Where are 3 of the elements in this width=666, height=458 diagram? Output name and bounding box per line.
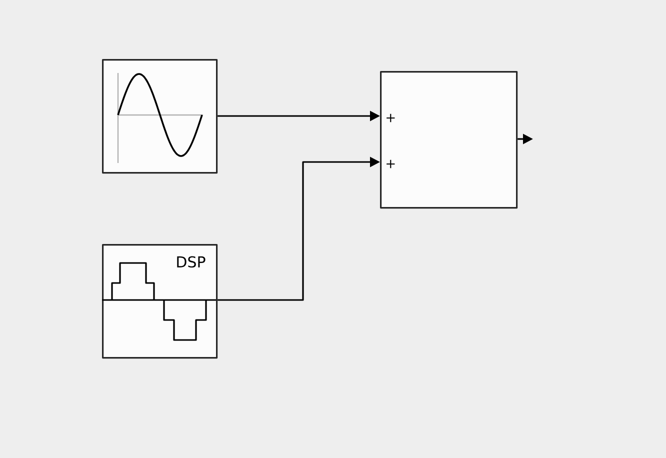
dsp-block: DSP bbox=[102, 244, 218, 359]
sum-block: + + bbox=[380, 71, 518, 209]
sine-wave-block bbox=[102, 59, 218, 174]
